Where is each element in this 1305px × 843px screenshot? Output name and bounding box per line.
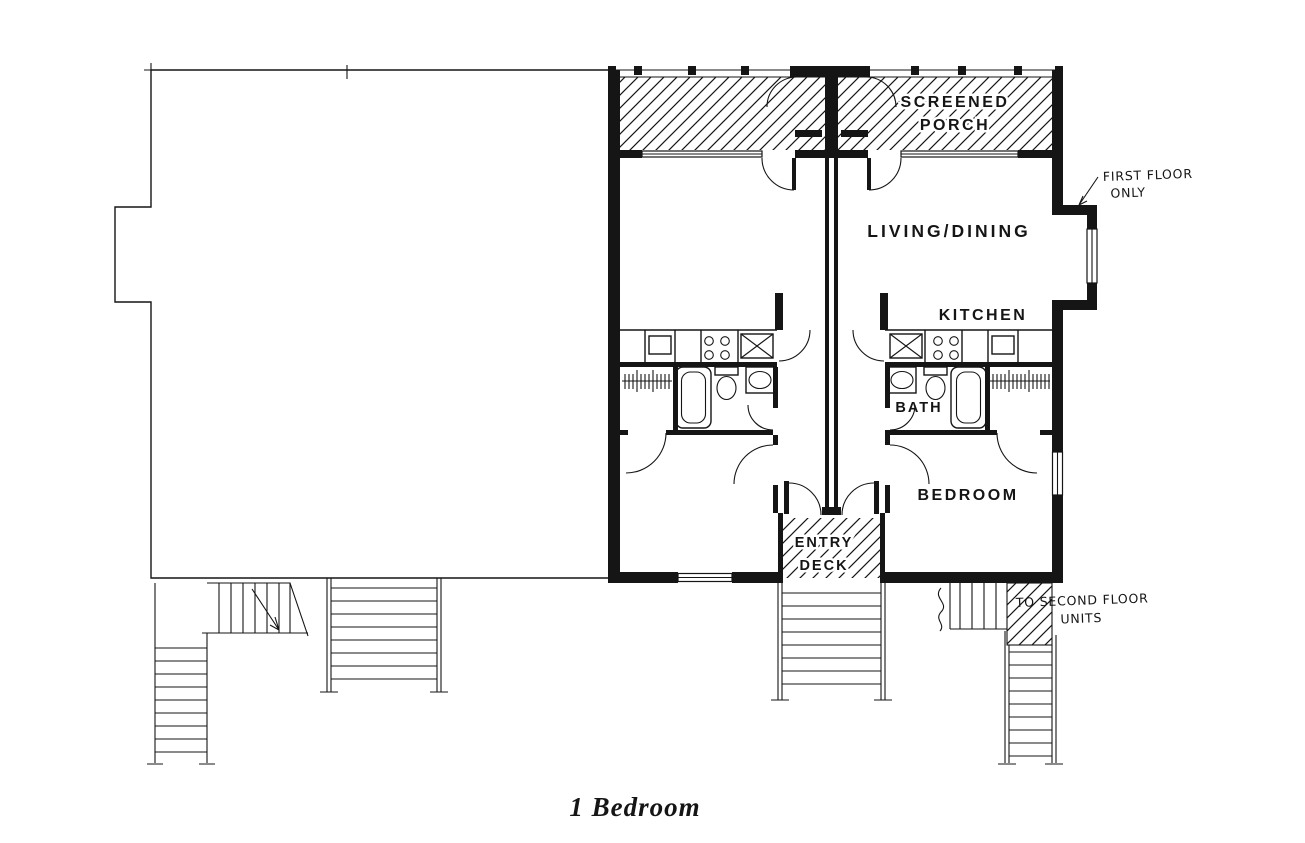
base-cabinet-icon bbox=[991, 335, 1015, 355]
adjacent-unit-footprint bbox=[114, 63, 608, 579]
entry-deck-stair bbox=[771, 583, 892, 701]
windows bbox=[641, 150, 1098, 583]
annotation-arrow bbox=[1078, 176, 1099, 206]
counter bbox=[885, 329, 1052, 362]
entry-door-right bbox=[841, 482, 875, 516]
second-floor-stair bbox=[937, 582, 1063, 765]
kitchen-right bbox=[885, 329, 1052, 362]
walls bbox=[608, 66, 1097, 583]
svg-text:UNITS: UNITS bbox=[1060, 610, 1102, 626]
bathtub-icon bbox=[675, 366, 712, 429]
entry-door-left bbox=[788, 482, 822, 516]
bedroom-door-left bbox=[733, 444, 774, 485]
svg-text:ONLY: ONLY bbox=[1110, 185, 1146, 201]
annotations: FIRST FLOOR ONLY TO SECOND FLOOR UNITS bbox=[1015, 166, 1193, 627]
range-burners-icon bbox=[704, 336, 730, 360]
porch-label-line1: SCREENED bbox=[901, 94, 1010, 111]
bath-left bbox=[622, 366, 775, 429]
living-dining-label: LIVING/DINING bbox=[867, 221, 1030, 241]
stair-break-symbol bbox=[937, 587, 945, 632]
bath-right: BATH bbox=[887, 366, 1050, 429]
bedroom-window bbox=[1051, 451, 1064, 496]
bay-window bbox=[1086, 228, 1098, 284]
exterior-l-stair bbox=[147, 582, 309, 765]
kitchen-sink-icon bbox=[740, 333, 774, 359]
stair-direction-arrow bbox=[251, 588, 280, 631]
svg-text:TO SECOND FLOOR: TO SECOND FLOOR bbox=[1015, 590, 1149, 610]
annotation-to-second-floor: TO SECOND FLOOR UNITS bbox=[1015, 590, 1149, 626]
bath-label: BATH bbox=[895, 400, 942, 416]
toilet-icon bbox=[923, 366, 948, 401]
bath-door-left bbox=[747, 404, 774, 431]
lavatory-counter bbox=[887, 366, 917, 394]
range-burners-icon bbox=[933, 336, 959, 360]
room-labels: LIVING/DINING KITCHEN BEDROOM bbox=[867, 221, 1030, 504]
entry-deck: ENTRY DECK bbox=[783, 518, 880, 578]
kitchen-door-left bbox=[778, 329, 811, 362]
kitchen-sink-icon bbox=[889, 333, 923, 359]
kitchen-door-right bbox=[852, 329, 885, 362]
closet-rod-icon bbox=[990, 370, 1050, 392]
counter bbox=[620, 329, 777, 362]
exterior-straight-stair bbox=[320, 578, 448, 693]
base-cabinet-icon bbox=[648, 335, 672, 355]
left-bedroom-window bbox=[677, 572, 733, 583]
doors bbox=[625, 76, 1038, 516]
lavatory-icon bbox=[748, 370, 772, 390]
plan-caption: 1 Bedroom bbox=[569, 792, 700, 822]
bedroom-label: BEDROOM bbox=[917, 487, 1018, 504]
porch-sliding-windows bbox=[641, 150, 1019, 158]
living-door-left bbox=[761, 157, 795, 191]
porch-label-line2: PORCH bbox=[920, 117, 990, 134]
lavatory-counter bbox=[745, 366, 775, 394]
kitchen-label: KITCHEN bbox=[939, 307, 1028, 324]
closet-rod-icon bbox=[622, 370, 672, 392]
deck-label-line2: DECK bbox=[799, 558, 848, 574]
lavatory-icon bbox=[890, 370, 914, 390]
porch-door-right bbox=[865, 76, 897, 108]
deck-hatch bbox=[783, 518, 880, 578]
porch-door-left bbox=[766, 76, 798, 108]
svg-text:FIRST FLOOR: FIRST FLOOR bbox=[1103, 166, 1193, 184]
bedroom-door-right bbox=[889, 444, 930, 485]
toilet-icon bbox=[714, 366, 739, 401]
stairs bbox=[147, 578, 1063, 765]
annotation-first-floor-only: FIRST FLOOR ONLY bbox=[1103, 166, 1193, 201]
party-wall bbox=[825, 70, 838, 154]
kitchen-left bbox=[620, 329, 777, 362]
deck-label-line1: ENTRY bbox=[795, 535, 854, 551]
living-door-right bbox=[868, 157, 902, 191]
bath-door-right bbox=[889, 404, 916, 431]
closet-door-left bbox=[625, 432, 667, 474]
closet-door-right bbox=[996, 432, 1038, 474]
bathtub-icon bbox=[950, 366, 987, 429]
